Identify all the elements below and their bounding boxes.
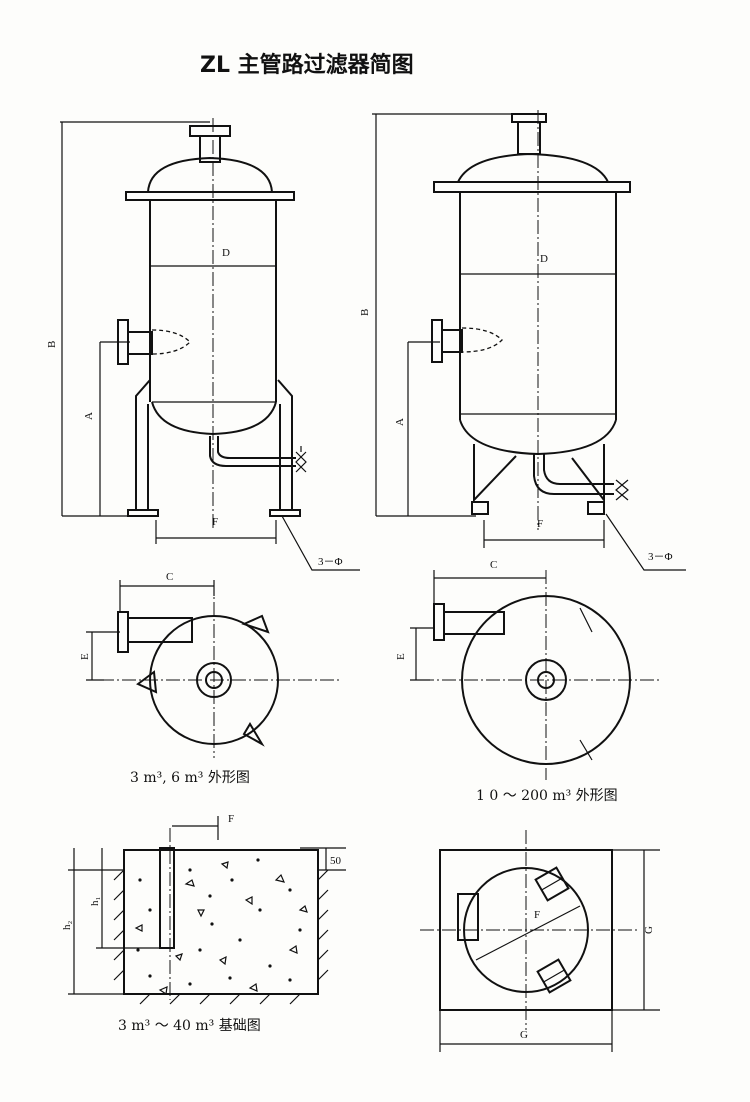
small-filter-plan: C E 3 m³, 6 m³ 外形图: [79, 571, 340, 786]
foundation-plan: F G G: [420, 830, 660, 1052]
body-flange: [433, 181, 631, 193]
top-pipe: [199, 135, 221, 163]
top-dome: [147, 156, 273, 193]
dim-C-label: C: [490, 559, 497, 571]
dim-E-label: E: [395, 653, 407, 660]
left-plan-caption: 3 m³, 6 m³ 外形图: [130, 770, 250, 786]
leg-count-label: 3－Φ: [648, 551, 673, 563]
small-filter-elevation: D B A F 3－Φ: [46, 118, 360, 571]
dim-B-label: B: [46, 341, 58, 348]
dim-F-label: F: [534, 909, 540, 921]
right-plan-caption: 1 0 ～ 200 m³ 外形图: [476, 788, 618, 804]
bottom-dome: [151, 401, 277, 436]
dim-C-label: C: [166, 571, 173, 583]
large-filter-elevation: D B A F 3－Φ: [359, 110, 686, 571]
page-title: ZL 主管路过滤器简图: [200, 52, 414, 78]
dim-D-label: D: [222, 247, 230, 259]
concrete-block: [123, 849, 319, 995]
dim-50-label: 50: [330, 855, 342, 867]
dim-B-label: B: [359, 309, 371, 316]
body-flange: [125, 191, 295, 201]
dim-A-label: A: [83, 412, 95, 420]
dim-h2-label: h₂: [61, 921, 73, 931]
foundation-caption: 3 m³ ～ 40 m³ 基础图: [118, 1017, 261, 1034]
foot-pad: [269, 509, 301, 517]
dim-G-label: G: [643, 926, 655, 934]
large-filter-plan: C E 1 0 ～ 200 m³ 外形图: [395, 559, 660, 804]
foundation-section: F 50 h₂ h₁ 3 m³ ～ 40 m³ 基础图: [61, 813, 346, 1034]
top-flange: [189, 125, 231, 137]
leg-count-label: 3－Φ: [318, 556, 343, 568]
dim-D-label: D: [540, 253, 548, 265]
dim-G-label: G: [520, 1029, 528, 1041]
dim-A-label: A: [394, 418, 406, 426]
dim-F-label: F: [212, 516, 218, 528]
dim-h1-label: h₁: [89, 897, 101, 907]
dim-E-label: E: [79, 653, 91, 660]
dim-F-label: F: [537, 518, 543, 530]
dim-F-label: F: [228, 813, 234, 825]
foot-pad: [127, 509, 159, 517]
